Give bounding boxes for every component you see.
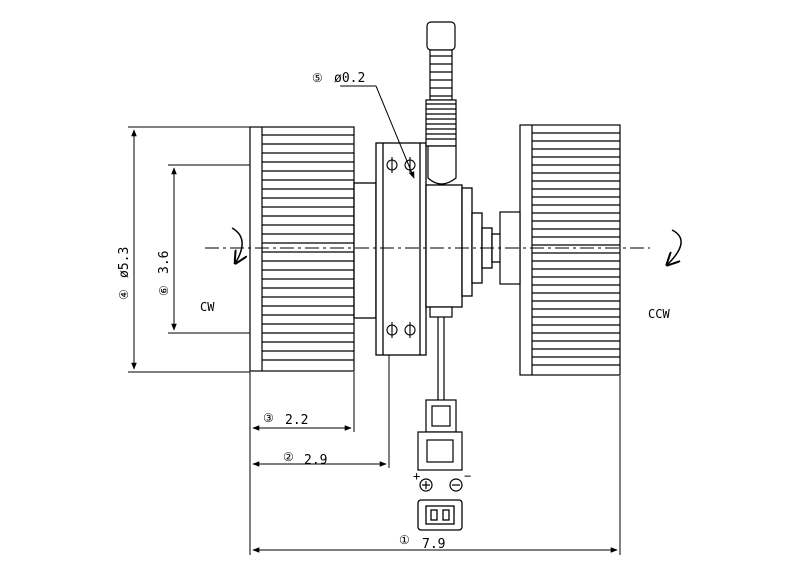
cw-label: CW [200,300,215,314]
ccw-rotation-icon [668,229,682,264]
dim-label-0-2: ⑤ ø0.2 [312,71,365,86]
cw-rotation-icon [231,227,242,262]
hose-ribs [426,55,456,140]
left-fan-wheel [249,126,355,372]
connector-plug-icon [417,499,463,531]
ccw-label: CCW [648,307,670,321]
breather-hose [425,21,457,185]
dim-label-5-3: ④ ø5.3 [117,247,132,300]
dim-label-3-6: ⑥ 3.6 [157,251,172,296]
mounting-holes [386,157,416,338]
value-2-2: 2.2 [285,413,308,428]
value-7-9: 7.9 [422,537,445,552]
marker-1: ① [399,533,410,547]
left-fan-blades [262,134,354,361]
value-3-6: 3.6 [157,251,172,274]
value-dia-0-2: ø0.2 [334,71,365,86]
negative-terminal-icon [449,478,463,492]
marker-5: ⑤ [312,71,323,85]
right-fan-blades [532,132,620,366]
motor-body [353,142,511,356]
dimension-lines [128,85,621,555]
value-dia-5-3: ø5.3 [117,247,132,278]
dim-label-2-2: ③ 2.2 [263,411,308,428]
marker-2: ② [283,450,294,464]
marker-6: ⑥ [157,285,171,296]
negative-terminal-label: − [464,469,471,483]
positive-terminal-label: + [413,469,420,483]
dim-label-7-9: ① 7.9 [399,533,445,552]
right-fan-wheel [499,124,621,376]
positive-terminal-icon [419,478,433,492]
value-2-9: 2.9 [304,453,327,468]
marker-3: ③ [263,411,274,425]
terminal-symbols [419,478,463,492]
marker-4: ④ [117,289,131,300]
dim-label-2-9: ② 2.9 [283,450,327,468]
wire-harness [417,306,463,471]
